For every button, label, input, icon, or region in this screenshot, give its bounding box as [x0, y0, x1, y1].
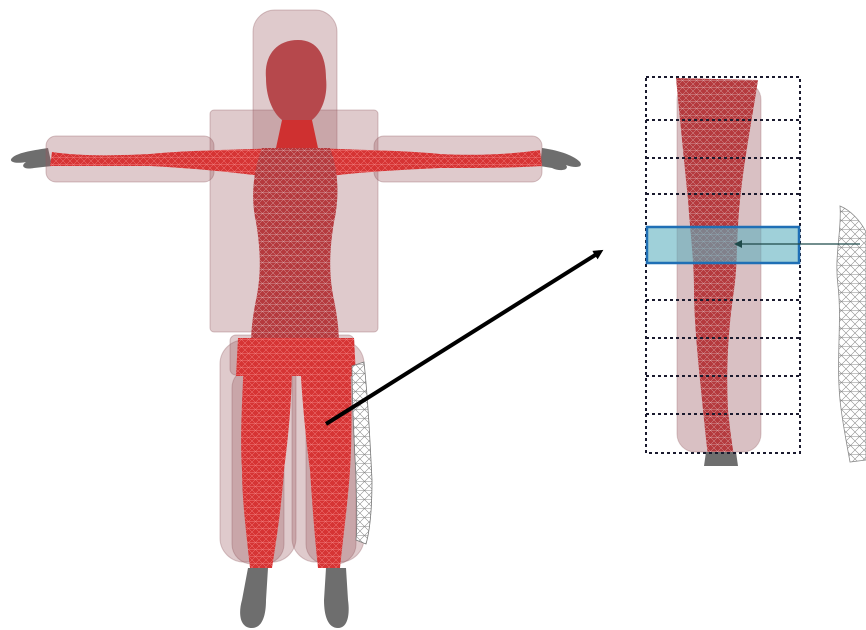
right-hand: [540, 148, 581, 170]
left-foot: [240, 568, 268, 628]
highlighted-slice: [647, 227, 799, 263]
torso: [251, 148, 339, 350]
neck: [276, 120, 318, 148]
right-foot: [324, 568, 349, 628]
full-body-with-bounding-cylinders: [11, 10, 600, 628]
leg-slice-stack: [646, 77, 800, 466]
zoomed-foot: [704, 452, 738, 466]
